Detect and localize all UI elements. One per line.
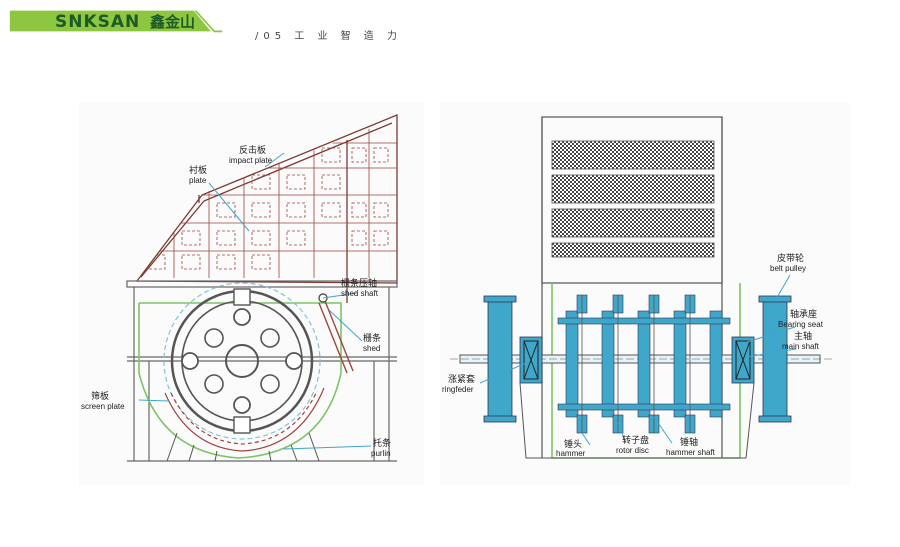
screen-outline — [138, 302, 342, 459]
leader-lines — [138, 152, 372, 450]
label-rotor-disc-cn: 转子盘 — [622, 434, 649, 445]
label-hammer-cn: 锤头 — [564, 438, 582, 449]
header: SNKSAN 鑫金山 /05 工 业 智 造 力 — [0, 0, 900, 60]
label-impact-plate-en: impact plate — [229, 156, 273, 165]
label-screen-plate-cn: 筛板 — [91, 390, 109, 401]
label-belt-pulley-cn: 皮带轮 — [777, 252, 804, 263]
label-bearing-seat-en: Bearing seat — [778, 320, 824, 329]
label-purlin-en: purlin — [371, 449, 391, 458]
rotor-assembly — [163, 282, 321, 440]
label-rotor-disc-en: rotor disc — [616, 446, 649, 455]
mesh-screens — [551, 140, 715, 258]
label-screen-plate-en: screen plate — [81, 402, 125, 411]
leader-lines — [479, 274, 797, 446]
label-shed-en: shed — [363, 344, 380, 353]
label-plate-cn: 衬板 — [189, 164, 207, 175]
label-main-shaft-en: main shaft — [782, 342, 820, 351]
purlin-bars — [166, 432, 320, 462]
pulley-columns — [483, 295, 792, 423]
label-shed-shaft-en: shed shaft — [341, 289, 379, 298]
crusher-front-section-diagram: 皮带轮 belt pulley 轴承座 Bearing seat 主轴 main… — [440, 103, 850, 485]
label-ringfeder-en: ringfeder — [442, 385, 474, 394]
label-impact-plate-cn: 反击板 — [239, 144, 266, 155]
label-main-shaft-cn: 主轴 — [794, 330, 812, 341]
base-legs — [519, 382, 755, 459]
label-ringfeder-cn: 涨紧套 — [448, 373, 475, 384]
label-purlin-cn: 托条 — [373, 437, 391, 448]
label-belt-pulley-en: belt pulley — [770, 264, 806, 273]
bearing-seat-covers — [523, 340, 751, 380]
label-hammer-shaft-en: hammer shaft — [666, 448, 716, 457]
label-shed-cn: 栅条 — [363, 332, 381, 343]
hammer-shafts — [581, 295, 691, 433]
screen-grate — [164, 387, 325, 452]
impact-hopper — [135, 114, 398, 303]
label-plate-en: plate — [189, 176, 207, 185]
brand-bar — [9, 10, 223, 33]
crusher-side-section-diagram: 反击板 impact plate 衬板 plate 栅条压轴 shed shaf… — [79, 103, 424, 485]
shed-bars — [318, 300, 354, 374]
machine-frame — [126, 280, 398, 462]
brand-logo-text: SNKSAN — [55, 12, 141, 32]
rotor-discs — [557, 310, 731, 418]
label-hammer-en: hammer — [556, 449, 586, 458]
page-tag: /05 工 业 智 造 力 — [255, 31, 402, 42]
label-bearing-seat-cn: 轴承座 — [790, 308, 817, 319]
label-hammer-shaft-cn: 锤轴 — [680, 436, 698, 447]
label-shed-shaft-cn: 栅条压轴 — [341, 277, 377, 288]
brand-logo-cn: 鑫金山 — [150, 13, 196, 31]
